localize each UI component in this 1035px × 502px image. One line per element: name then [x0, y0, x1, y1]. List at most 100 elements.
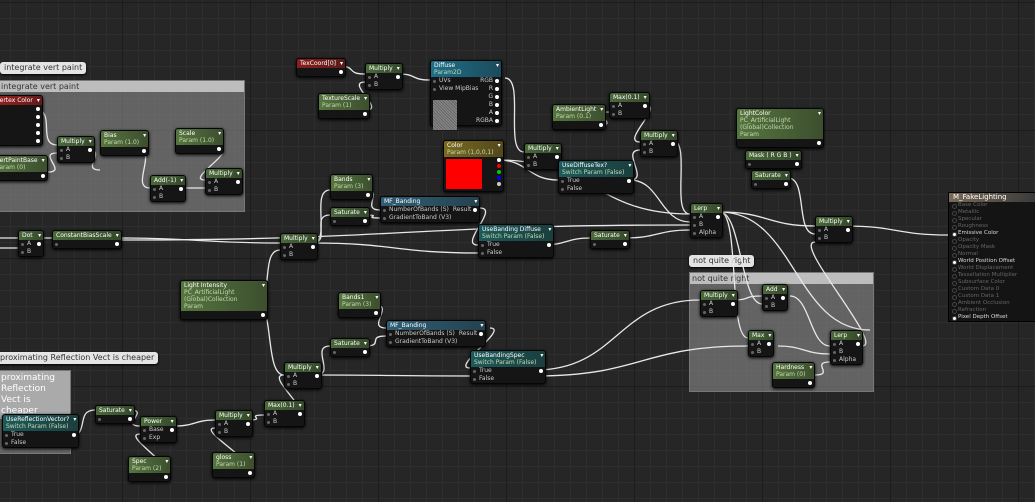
- output-pin[interactable]: [496, 158, 501, 162]
- node-sat2[interactable]: Saturate▾: [330, 207, 370, 226]
- input-pin[interactable]: B: [641, 148, 677, 156]
- output-pin[interactable]: [642, 104, 647, 108]
- collapse-arrow-icon[interactable]: ▾: [364, 95, 368, 102]
- collapse-arrow-icon[interactable]: ▾: [41, 157, 45, 164]
- collapse-arrow-icon[interactable]: ▾: [643, 94, 647, 101]
- collapse-arrow-icon[interactable]: ▾: [480, 322, 484, 329]
- input-pin[interactable]: A: [151, 185, 185, 193]
- input-pin[interactable]: Exp: [141, 434, 176, 442]
- output-pin[interactable]: [362, 350, 367, 354]
- input-pin[interactable]: [746, 160, 801, 168]
- output-pin[interactable]: [339, 70, 343, 74]
- input-pin[interactable]: B: [831, 348, 862, 356]
- collapse-arrow-icon[interactable]: ▾: [795, 152, 799, 159]
- input-pin[interactable]: A: [285, 372, 321, 380]
- output-pin[interactable]: [245, 422, 250, 426]
- output-pin[interactable]: [169, 428, 174, 432]
- output-pin[interactable]: [730, 302, 735, 306]
- input-pin[interactable]: B: [525, 161, 561, 169]
- input-pin[interactable]: B: [216, 428, 252, 436]
- collapse-arrow-icon[interactable]: ▾: [246, 412, 250, 419]
- output-pin[interactable]: [164, 475, 169, 479]
- collapse-arrow-icon[interactable]: ▾: [262, 282, 266, 289]
- comment-bubble[interactable]: proximating Reflection Vect is cheaper: [0, 352, 159, 364]
- input-pin[interactable]: A: [749, 340, 773, 348]
- input-pin[interactable]: A: [366, 73, 402, 81]
- output-pin[interactable]: [248, 471, 253, 475]
- input-pin[interactable]: A: [19, 240, 43, 248]
- output-pin[interactable]: [808, 381, 813, 385]
- collapse-arrow-icon[interactable]: ▾: [809, 364, 813, 371]
- collapse-arrow-icon[interactable]: ▾: [143, 132, 147, 139]
- node-vpb[interactable]: VertPaintBaseParam (0)▾: [0, 155, 48, 181]
- output-pin[interactable]: [35, 139, 40, 143]
- result-pin[interactable]: Custom Data 0: [949, 286, 1035, 293]
- output-pin[interactable]: [314, 374, 319, 378]
- input-pin[interactable]: A: [831, 340, 862, 348]
- result-pin[interactable]: Normal: [949, 251, 1035, 258]
- output-pin[interactable]: [35, 123, 40, 127]
- result-pin[interactable]: Emissive Color: [949, 230, 1035, 237]
- input-pin[interactable]: A: [265, 410, 304, 418]
- output-pin[interactable]: [72, 433, 77, 437]
- collapse-arrow-icon[interactable]: ▾: [818, 110, 822, 117]
- output-pin[interactable]: [87, 148, 92, 152]
- output-pin[interactable]: [366, 193, 371, 197]
- output-pin[interactable]: [783, 182, 788, 186]
- output-pin[interactable]: [767, 342, 772, 346]
- input-pin[interactable]: A: [206, 178, 242, 186]
- input-pin[interactable]: [53, 240, 121, 248]
- node-urv[interactable]: UseReflectionVector?Switch Param (False)…: [2, 414, 80, 448]
- output-pin[interactable]: [539, 369, 544, 373]
- input-pin[interactable]: B: [691, 221, 722, 229]
- input-pin[interactable]: Alpha: [831, 356, 862, 364]
- collapse-arrow-icon[interactable]: ▾: [628, 162, 632, 169]
- result-pin[interactable]: Metallic: [949, 209, 1035, 216]
- input-pin[interactable]: True: [479, 241, 553, 249]
- output-pin[interactable]: [495, 103, 499, 107]
- input-pin[interactable]: B: [610, 110, 649, 118]
- input-pin[interactable]: False: [559, 185, 633, 193]
- result-pin[interactable]: Ambient Occlusion: [949, 300, 1035, 307]
- input-pin[interactable]: A: [701, 300, 737, 308]
- input-pin[interactable]: B: [58, 154, 94, 162]
- input-pin[interactable]: A: [610, 102, 649, 110]
- output-pin[interactable]: [235, 180, 240, 184]
- collapse-arrow-icon[interactable]: ▾: [474, 198, 478, 205]
- output-pin[interactable]: [297, 412, 302, 416]
- collapse-arrow-icon[interactable]: ▾: [249, 454, 253, 461]
- collapse-arrow-icon[interactable]: ▾: [315, 364, 319, 371]
- input-pin[interactable]: B: [265, 418, 304, 426]
- input-pin[interactable]: [331, 348, 369, 356]
- output-pin[interactable]: [479, 332, 484, 336]
- output-pin[interactable]: [217, 147, 222, 151]
- output-pin[interactable]: [495, 79, 499, 83]
- input-pin[interactable]: GradientToBand (V3): [381, 214, 479, 222]
- output-pin[interactable]: [261, 313, 266, 317]
- input-pin[interactable]: A: [763, 294, 787, 302]
- node-sat4[interactable]: Saturate▾: [330, 338, 370, 357]
- output-pin[interactable]: [496, 164, 501, 168]
- input-pin[interactable]: B: [206, 186, 242, 194]
- result-pin[interactable]: World Position Offset: [949, 258, 1035, 265]
- input-pin[interactable]: Alpha: [691, 229, 722, 237]
- output-pin[interactable]: [496, 176, 501, 180]
- collapse-arrow-icon[interactable]: ▾: [731, 292, 735, 299]
